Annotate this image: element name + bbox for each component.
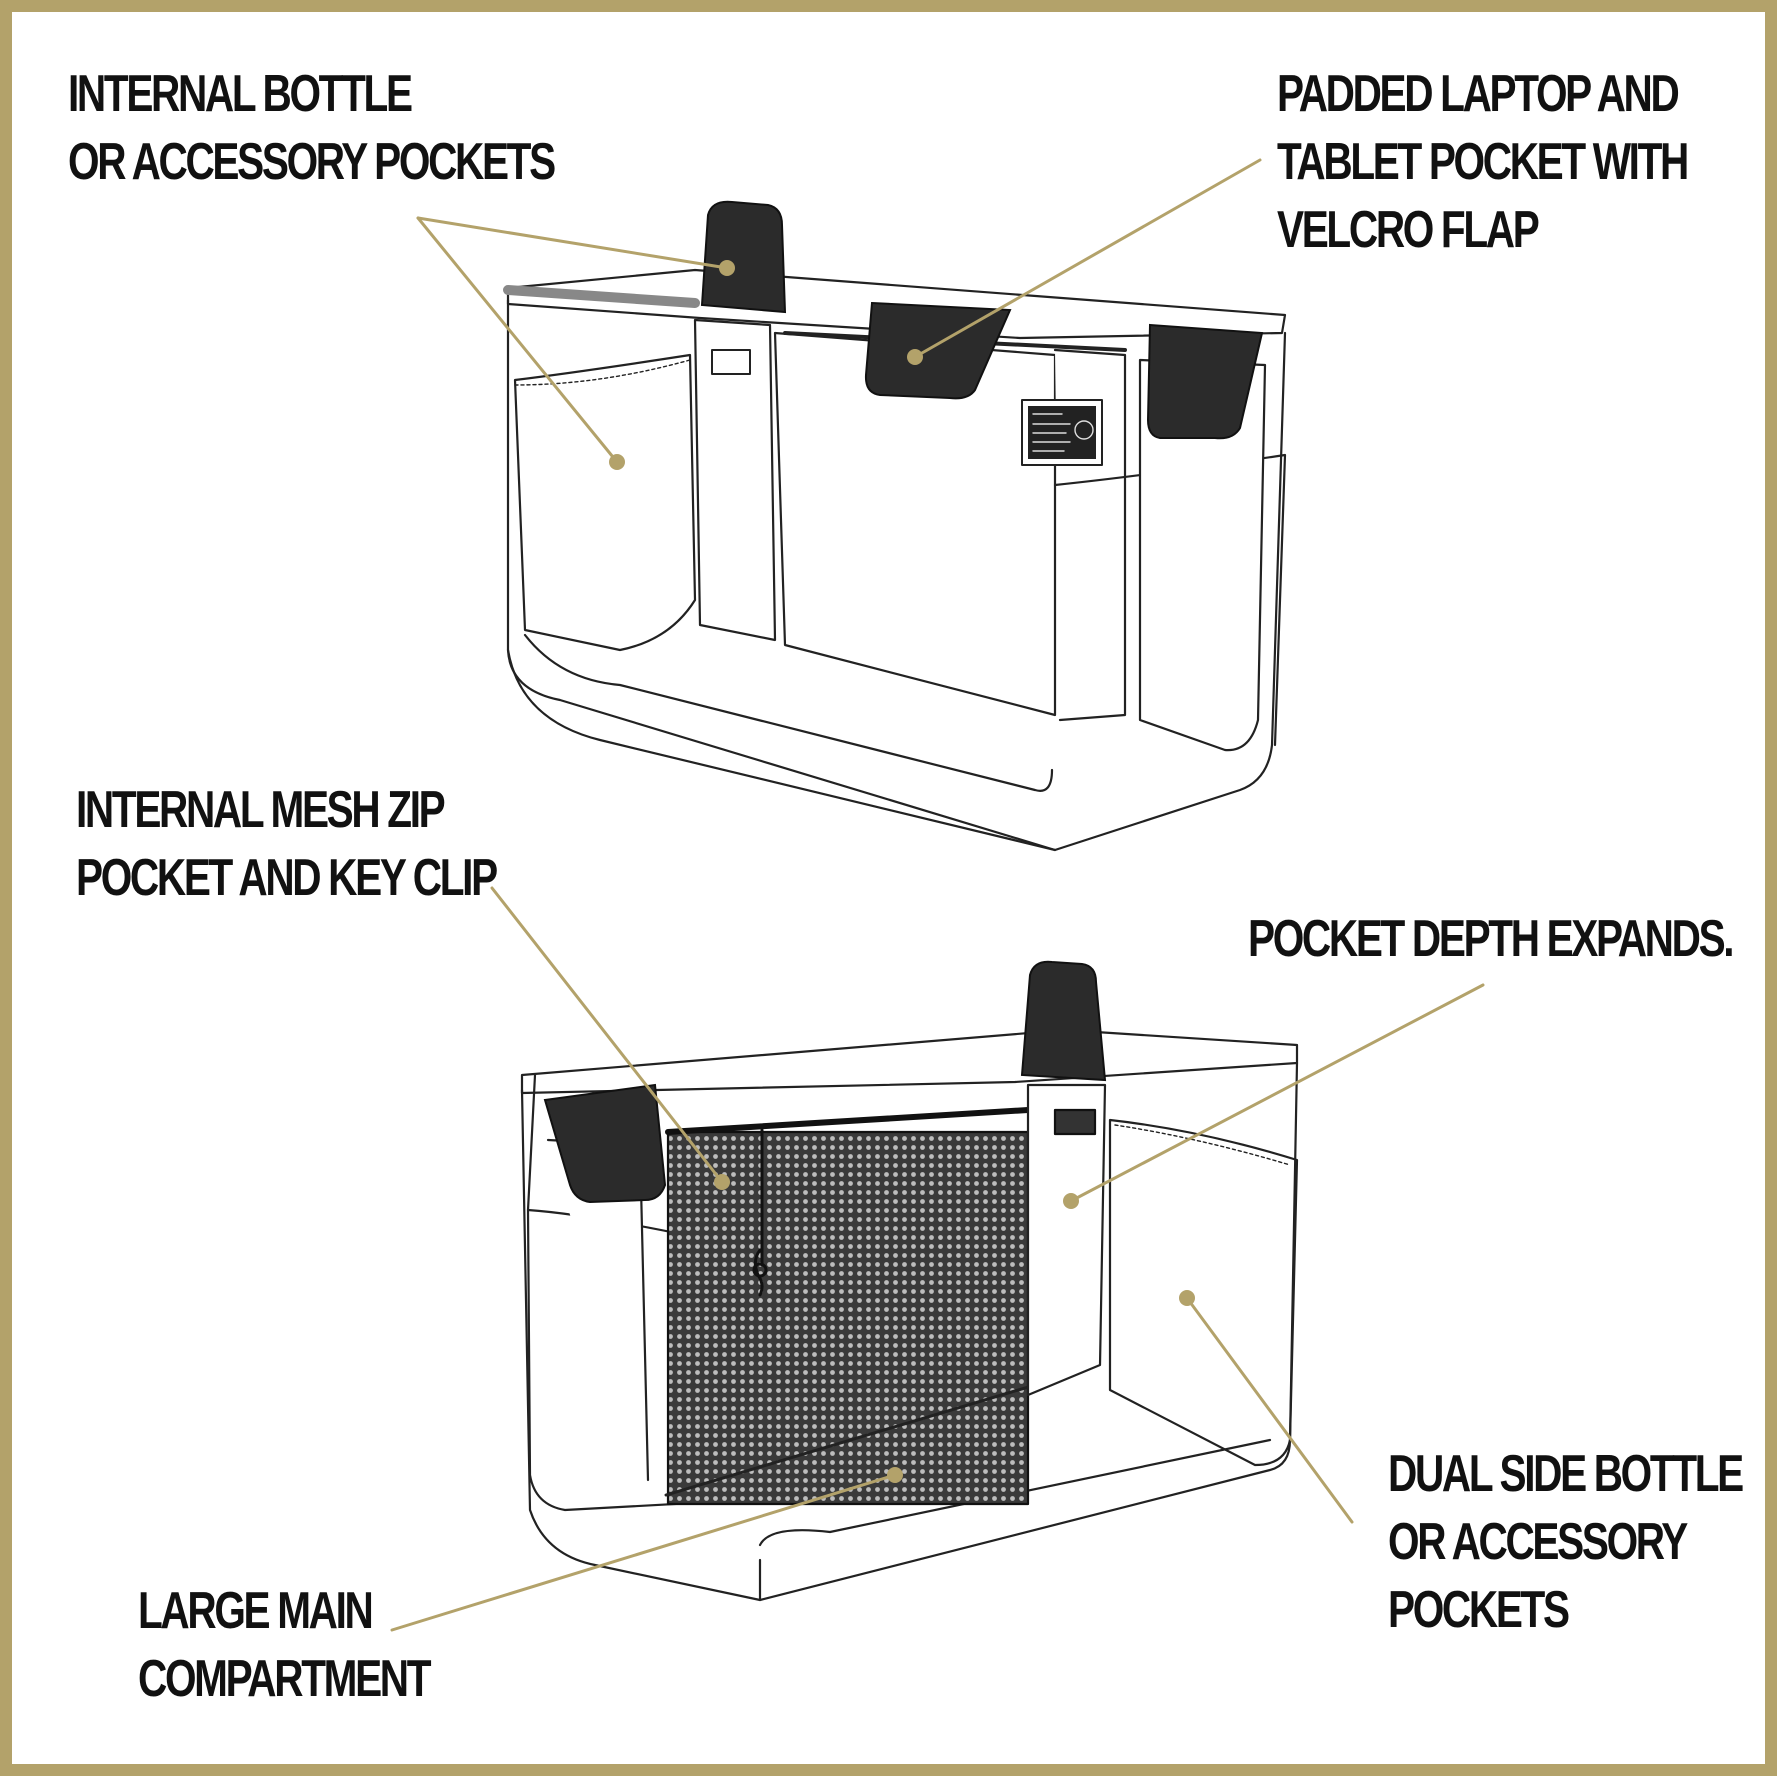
callout-line: TABLET POCKET WITH <box>1277 133 1689 191</box>
top-bag-tabs <box>700 200 1264 440</box>
bottom-handle-tab <box>1020 960 1107 1082</box>
callout-line: OR ACCESSORY POCKETS <box>68 133 556 191</box>
bottom-bag-rim <box>520 1028 1299 1095</box>
top-left-side-pocket <box>513 353 697 652</box>
bottom-right-divider-pocket <box>1026 1083 1107 1397</box>
leader-dual-side <box>1185 1296 1354 1524</box>
laptop-velcro-flap <box>864 301 1012 400</box>
callout-main-compartment: LARGE MAIN COMPARTMENT <box>138 1577 432 1713</box>
callout-line: VELCRO FLAP <box>1277 201 1540 259</box>
callout-line: POCKET AND KEY CLIP <box>76 849 498 907</box>
callout-line: DUAL SIDE BOTTLE <box>1388 1445 1744 1503</box>
leader-lines <box>390 158 1485 1632</box>
top-left-divider-label <box>711 349 751 375</box>
leader-main-compartment <box>390 1473 897 1632</box>
callout-dual-side: DUAL SIDE BOTTLE OR ACCESSORY POCKETS <box>1388 1440 1744 1644</box>
callout-line: LARGE MAIN <box>138 1582 374 1640</box>
leader-laptop-pocket <box>913 158 1262 359</box>
callout-line: POCKETS <box>1388 1581 1570 1639</box>
callout-laptop-pocket: PADDED LAPTOP AND TABLET POCKET WITH VEL… <box>1277 60 1689 264</box>
key-clip <box>752 1248 768 1297</box>
callout-internal-bottle: INTERNAL BOTTLE OR ACCESSORY POCKETS <box>68 60 556 196</box>
callout-line: INTERNAL BOTTLE <box>68 65 413 123</box>
callout-line: PADDED LAPTOP AND <box>1277 65 1680 123</box>
callout-line: COMPARTMENT <box>138 1650 432 1708</box>
leader-pocket-depth <box>1069 983 1485 1203</box>
bottom-bag-body <box>520 1061 1299 1602</box>
callout-line: OR ACCESSORY <box>1388 1513 1688 1571</box>
bottom-right-side-pocket <box>1108 1118 1299 1467</box>
top-right-side-tab <box>1146 323 1264 440</box>
bottom-left-tab <box>543 1083 667 1204</box>
leader-mesh-pocket <box>490 886 724 1184</box>
leader-internal-bottle-b <box>416 216 619 464</box>
callout-mesh-pocket: INTERNAL MESH ZIP POCKET AND KEY CLIP <box>76 776 498 912</box>
bottom-bag <box>520 1028 1299 1602</box>
callout-line: INTERNAL MESH ZIP <box>76 781 446 839</box>
callout-line: POCKET DEPTH EXPANDS. <box>1248 910 1735 968</box>
bottom-bag-tabs <box>543 960 1107 1204</box>
callout-pocket-depth: POCKET DEPTH EXPANDS. <box>1248 905 1735 973</box>
top-left-divider-pocket <box>693 318 777 642</box>
leader-internal-bottle-a <box>416 216 729 270</box>
top-handle-tab <box>700 200 787 314</box>
